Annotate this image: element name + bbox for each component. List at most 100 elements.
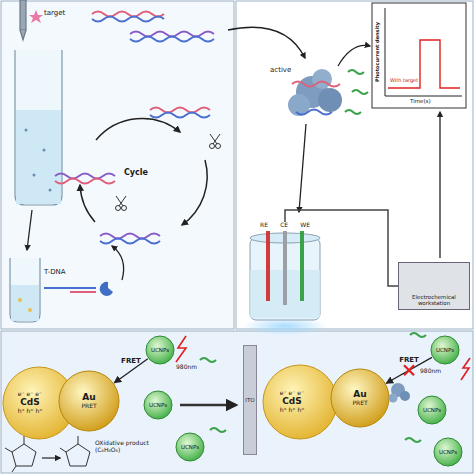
ascorbic-acid-part [12, 444, 36, 466]
node-text: RE [260, 222, 268, 229]
dna-strands-part [228, 27, 305, 58]
cycle-part [210, 144, 215, 149]
edge-label: FRET [121, 357, 141, 365]
bound-enzyme [389, 383, 411, 403]
circle-shape [331, 369, 389, 427]
beaker-target-part [27, 210, 32, 250]
node-text: CE [280, 222, 288, 229]
ucnp-particle: UCNPs [143, 390, 173, 420]
dna-strands-part [92, 17, 164, 22]
text-label: T-DNA [44, 268, 66, 276]
node-text: CdS [20, 398, 40, 408]
dna-strands-part [130, 37, 214, 42]
node-text: e⁻ e⁻ e⁻ [280, 390, 304, 397]
enzyme-active-part [292, 82, 340, 87]
ascorbic-acid-part [66, 444, 90, 466]
circle-shape [144, 391, 172, 419]
enzyme-active-part [299, 124, 306, 212]
node-text: PRET [81, 403, 96, 410]
cycle-part [112, 246, 124, 280]
ascorbic-acid-part [60, 436, 78, 452]
electrode-cell: RECEWE [250, 222, 320, 318]
node-text: UCNPs [439, 449, 457, 455]
cycle-part [100, 234, 160, 239]
panels-part [1, 331, 473, 473]
enzyme-active-part [338, 45, 370, 66]
beaker-target-part [16, 110, 61, 204]
ucnp-particle: UCNPs [417, 395, 447, 425]
text-label: Photocurrent density [375, 22, 381, 82]
cell-and-workstation-part [283, 231, 287, 305]
node-text: Electrochemical workstation [401, 294, 467, 306]
photocurrent-chart-part [388, 40, 460, 88]
beaker-target-part [20, 0, 26, 30]
node-text: h⁺ h⁺ h⁺ [18, 408, 43, 415]
cds-particle: e⁻ e⁻ e⁻CdSh⁺ h⁺ h⁺ [262, 364, 338, 440]
beaker-target-part [11, 285, 39, 321]
text-label: 980nm [420, 368, 441, 375]
cycle-part [150, 113, 210, 118]
cell-and-workstation-part [300, 231, 304, 301]
beaker-target-part [28, 308, 32, 312]
light-and-arrows-part [180, 404, 236, 407]
circle-shape [176, 433, 204, 461]
circle-shape [263, 365, 337, 439]
beaker-target-part [20, 30, 26, 40]
dna-strands-part [92, 12, 164, 17]
ucnp-particle: UCNPs [145, 335, 175, 365]
beaker-target-part [18, 298, 22, 302]
transfer-arrow [386, 357, 432, 383]
cycle [44, 108, 221, 296]
cable-connector [285, 210, 398, 286]
circle-shape [59, 371, 119, 431]
cycle-part [116, 196, 126, 206]
beaker-target-part [25, 129, 28, 132]
cycle-part [122, 206, 127, 211]
light-and-arrows-part [176, 336, 186, 362]
node-text: CdS [282, 397, 302, 407]
au-particle: AuPRET [58, 370, 120, 432]
enzyme-active-part [296, 110, 332, 115]
cycle-part [96, 118, 180, 140]
node-text: UCNPs [436, 347, 454, 353]
enzyme-active-part [352, 90, 368, 94]
cycle-part [150, 108, 210, 113]
cycle-part [210, 134, 220, 144]
bound-enzyme-part [391, 383, 405, 397]
text-label: Cycle [124, 168, 148, 177]
photocurrent-chart-part [372, 3, 466, 108]
text-label: With target [390, 78, 418, 84]
beaker-target-part [29, 10, 43, 23]
cycle-part [182, 160, 207, 225]
released-strands-part [210, 428, 226, 432]
node-text: Au [82, 393, 95, 403]
released-strands [200, 333, 426, 442]
circle-shape [431, 336, 459, 364]
dna-strands [92, 12, 305, 59]
node-text: UCNPs [423, 407, 441, 413]
bound-enzyme-part [400, 391, 410, 401]
enzyme-active-part [312, 69, 332, 89]
cycle-part [80, 185, 95, 222]
cycle-part [55, 179, 115, 184]
ascorbic-acid-part [42, 457, 60, 458]
cycle-part [100, 282, 113, 296]
photocurrent-chart-part [385, 8, 462, 96]
released-strands-part [405, 438, 421, 442]
panels-part [1, 1, 234, 329]
circle-shape [418, 396, 446, 424]
au-particle: AuPRET [330, 368, 390, 428]
light-and-arrows-part [461, 358, 470, 380]
cycle-part [44, 287, 96, 289]
circle-shape [434, 438, 462, 466]
text-label: active [270, 66, 291, 74]
text-label: Time(s) [410, 98, 431, 104]
panels-part [236, 1, 473, 329]
cycle-part [70, 291, 96, 293]
ito-electrode: ITO [243, 345, 257, 455]
enzyme-active-part [345, 110, 361, 114]
